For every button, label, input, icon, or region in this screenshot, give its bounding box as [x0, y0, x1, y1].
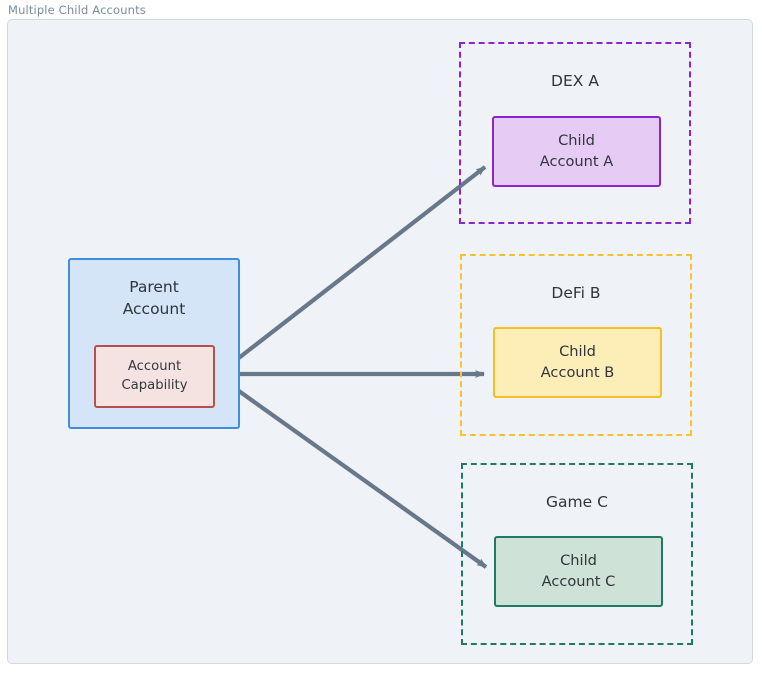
diagram-title: Multiple Child Accounts — [8, 3, 146, 17]
account-capability-label-line1: Account — [127, 359, 182, 375]
parent-account-label: Parent Account — [70, 276, 238, 321]
child-account-c-label-line1: Child — [560, 552, 597, 570]
child-account-a-label-line1: Child — [558, 132, 595, 150]
child-account-b-label-line1: Child — [559, 343, 596, 361]
account-capability-node[interactable]: Account Capability — [94, 345, 215, 408]
child-account-a-label-line2: Account A — [539, 152, 614, 170]
group-dex-a-title: DEX A — [551, 72, 599, 90]
group-defi-b[interactable]: DeFi B — [460, 254, 692, 436]
child-account-a-node[interactable]: Child Account A — [492, 116, 661, 187]
account-capability-label-line2: Capability — [121, 377, 188, 393]
group-game-c[interactable]: Game C — [461, 463, 693, 645]
child-account-c-node[interactable]: Child Account C — [494, 536, 663, 607]
child-account-b-label-line2: Account B — [540, 363, 615, 381]
parent-account-label-line2: Account — [122, 300, 186, 319]
group-defi-b-title: DeFi B — [551, 284, 601, 302]
child-account-b-node[interactable]: Child Account B — [493, 327, 662, 398]
parent-account-label-line1: Parent — [129, 278, 179, 296]
child-account-c-label-line2: Account C — [541, 572, 616, 590]
group-game-c-title: Game C — [546, 493, 608, 511]
group-dex-a[interactable]: DEX A — [459, 42, 691, 224]
